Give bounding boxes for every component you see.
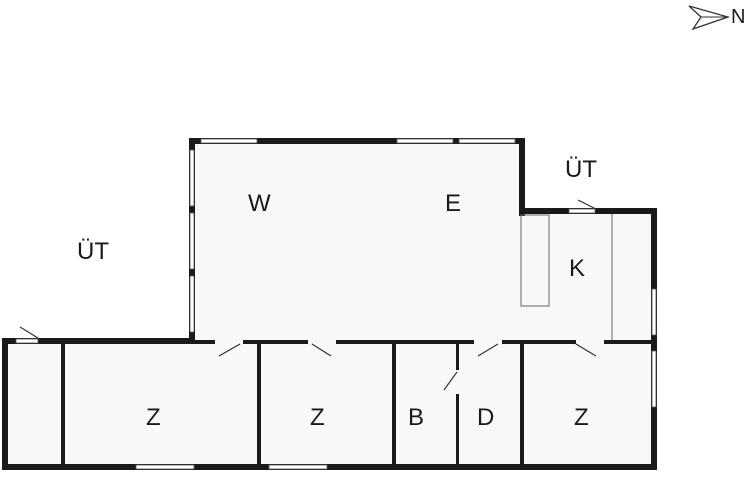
door <box>577 199 597 210</box>
door-swings <box>19 199 597 391</box>
window <box>15 338 39 344</box>
door <box>311 343 332 357</box>
door <box>477 343 499 357</box>
outdoor-left-label: ÜT <box>77 238 109 265</box>
window <box>200 138 258 144</box>
kitchen-fixtures <box>520 214 613 340</box>
window <box>651 350 657 408</box>
door <box>575 343 597 357</box>
door <box>19 326 39 339</box>
door-openings <box>215 339 604 394</box>
north-label: N <box>731 6 745 28</box>
shower-label: D <box>477 404 494 431</box>
door <box>218 343 241 357</box>
kitchen-counter <box>520 214 550 307</box>
window <box>396 138 454 144</box>
floor-fill <box>6 143 653 466</box>
interior-walls <box>61 340 651 465</box>
north-arrow-icon <box>688 5 731 31</box>
window <box>189 275 195 333</box>
window <box>268 464 328 470</box>
room-1-label: Z <box>146 404 161 431</box>
bath-label: B <box>408 404 424 431</box>
living-w-label: W <box>248 190 271 217</box>
window <box>189 149 195 207</box>
window <box>568 208 596 214</box>
window <box>135 464 195 470</box>
room-labels: ÜT ÜT W E K Z Z B D Z <box>77 156 597 431</box>
living-e-label: E <box>445 190 461 217</box>
kitchen-label: K <box>569 255 585 282</box>
windows <box>15 138 657 470</box>
room-2-label: Z <box>310 404 325 431</box>
window <box>458 138 516 144</box>
outdoor-right-label: ÜT <box>565 156 597 183</box>
window <box>651 288 657 336</box>
room-3-label: Z <box>574 404 589 431</box>
window <box>189 212 195 270</box>
door <box>443 371 458 391</box>
north-arrow: N <box>688 5 745 31</box>
